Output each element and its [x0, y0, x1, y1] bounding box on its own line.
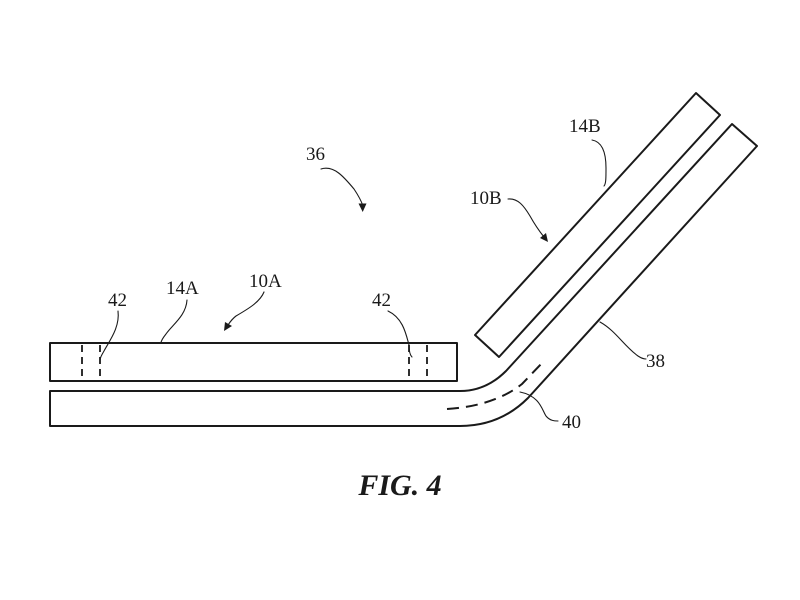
panel-10b	[474, 92, 721, 358]
figure-caption: FIG. 4	[357, 469, 441, 502]
substrate-38	[49, 123, 758, 427]
label-38: 38	[646, 351, 665, 372]
arrowhead-10a	[224, 322, 232, 331]
leader-14b	[591, 139, 607, 187]
bend-region-40	[446, 362, 543, 410]
leader-14a	[160, 299, 188, 344]
features-42-left	[81, 345, 101, 381]
leader-42-left	[99, 310, 119, 361]
leader-42-right	[387, 310, 413, 358]
arrowhead-10b	[540, 233, 548, 242]
label-14b: 14B	[569, 116, 601, 137]
panel-10a	[49, 342, 458, 382]
leader-10a	[227, 291, 265, 326]
leader-lines	[99, 139, 647, 422]
leader-40	[519, 391, 559, 422]
arrowhead-36	[358, 203, 367, 212]
features-42-right	[408, 345, 428, 381]
label-40: 40	[562, 412, 581, 433]
label-42-right: 42	[372, 290, 391, 311]
leader-10b	[507, 198, 545, 238]
label-42-left: 42	[108, 290, 127, 311]
leader-36	[320, 167, 364, 207]
label-10b: 10B	[470, 188, 502, 209]
leader-38	[599, 321, 647, 360]
label-36: 36	[306, 144, 325, 165]
label-14a: 14A	[166, 278, 199, 299]
label-10a: 10A	[249, 271, 282, 292]
